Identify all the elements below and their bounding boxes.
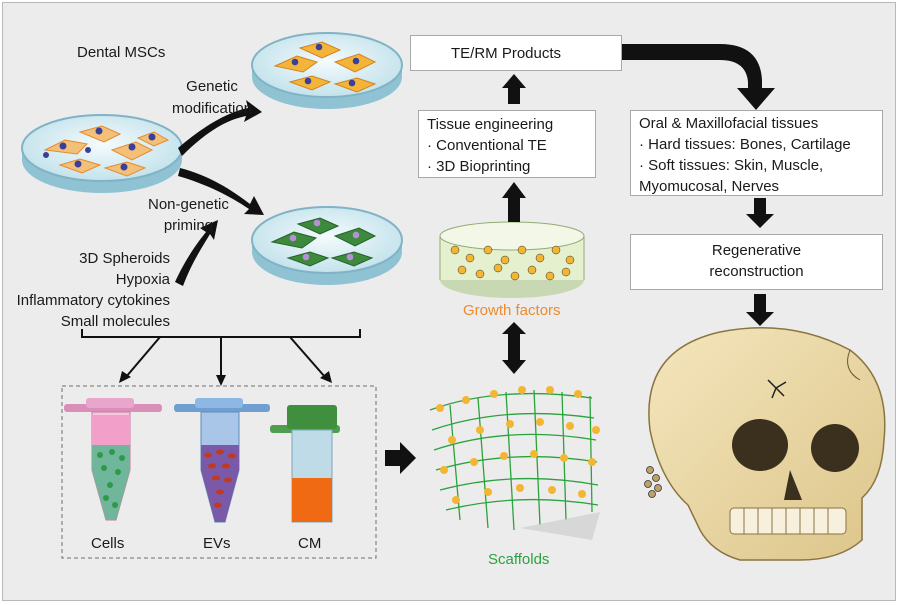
regenerative-reconstruction-line-1: Regenerative <box>711 242 802 259</box>
oral-tissues-item: · Hard tissues: Bones, Cartilage <box>639 136 851 153</box>
te-rm-products-label: TE/RM Products <box>451 45 562 62</box>
evs-tube-image <box>174 398 270 523</box>
regenerative-reconstruction-line-2: reconstruction <box>709 263 804 280</box>
priming-method-item: Hypoxia <box>115 271 170 288</box>
middle-arrows <box>502 74 526 374</box>
non-genetic-priming-label: Non-genetic priming <box>148 194 229 236</box>
oral-tissues-item: · Soft tissues: Skin, Muscle, <box>639 157 824 174</box>
genetic-modification-label: Genetic modification <box>172 76 252 120</box>
tissue-engineering-item: · Conventional TE <box>427 137 547 154</box>
oral-tissues-item: Myomucosal, Nerves <box>639 178 780 195</box>
genetic-modification-line-2: modification <box>172 100 253 117</box>
msc-petri-dish-image <box>21 114 183 193</box>
non-genetic-priming-line-1: Non-genetic <box>148 196 229 213</box>
tissue-engineering-title: Tissue engineering <box>427 116 554 133</box>
growth-factors-label: Growth factors <box>463 302 561 319</box>
priming-method-item: Small molecules <box>60 313 170 330</box>
genetic-modification-line-1: Genetic <box>186 78 238 95</box>
priming-method-item: 3D Spheroids <box>79 250 170 267</box>
scaffolds-label: Scaffolds <box>488 551 550 568</box>
scaffold-image <box>429 386 600 540</box>
bracket-arrowheads <box>119 371 332 386</box>
secretome-dashed-box <box>61 385 377 559</box>
te-rm-products-box: TE/RM Products <box>410 35 622 71</box>
regenerative-reconstruction-box: Regenerative reconstruction <box>630 234 883 290</box>
oral-maxillofacial-tissues-box: Oral & Maxillofacial tissues · Hard tiss… <box>630 110 883 196</box>
cells-tube-image <box>64 398 162 521</box>
evs-label: EVs <box>203 535 231 552</box>
non-genetic-priming-line-2: priming <box>163 217 214 234</box>
growth-factor-dish-image <box>439 221 585 298</box>
skull-image <box>644 327 886 561</box>
priming-methods-list: 3D Spheroids Hypoxia Inflammatory cytoki… <box>17 248 170 332</box>
right-arrows <box>746 198 774 326</box>
arrow-to-scaffolds <box>385 442 416 474</box>
bent-arrow-to-tissues <box>622 44 775 110</box>
priming-method-item: Inflammatory cytokines <box>16 292 170 309</box>
genetic-modified-dish-image <box>251 32 403 109</box>
cm-label: CM <box>298 535 322 552</box>
tissue-engineering-item: · 3D Bioprinting <box>427 158 531 175</box>
cells-label: Cells <box>91 535 125 552</box>
cm-tube-image <box>270 405 340 523</box>
distribution-bracket <box>81 329 361 379</box>
branch-arrows <box>175 100 264 286</box>
primed-dish-image <box>251 206 403 285</box>
tissue-engineering-box: Tissue engineering · Conventional TE · 3… <box>418 110 596 178</box>
oral-tissues-title: Oral & Maxillofacial tissues <box>639 115 819 132</box>
dental-mscs-label: Dental MSCs <box>77 44 166 61</box>
